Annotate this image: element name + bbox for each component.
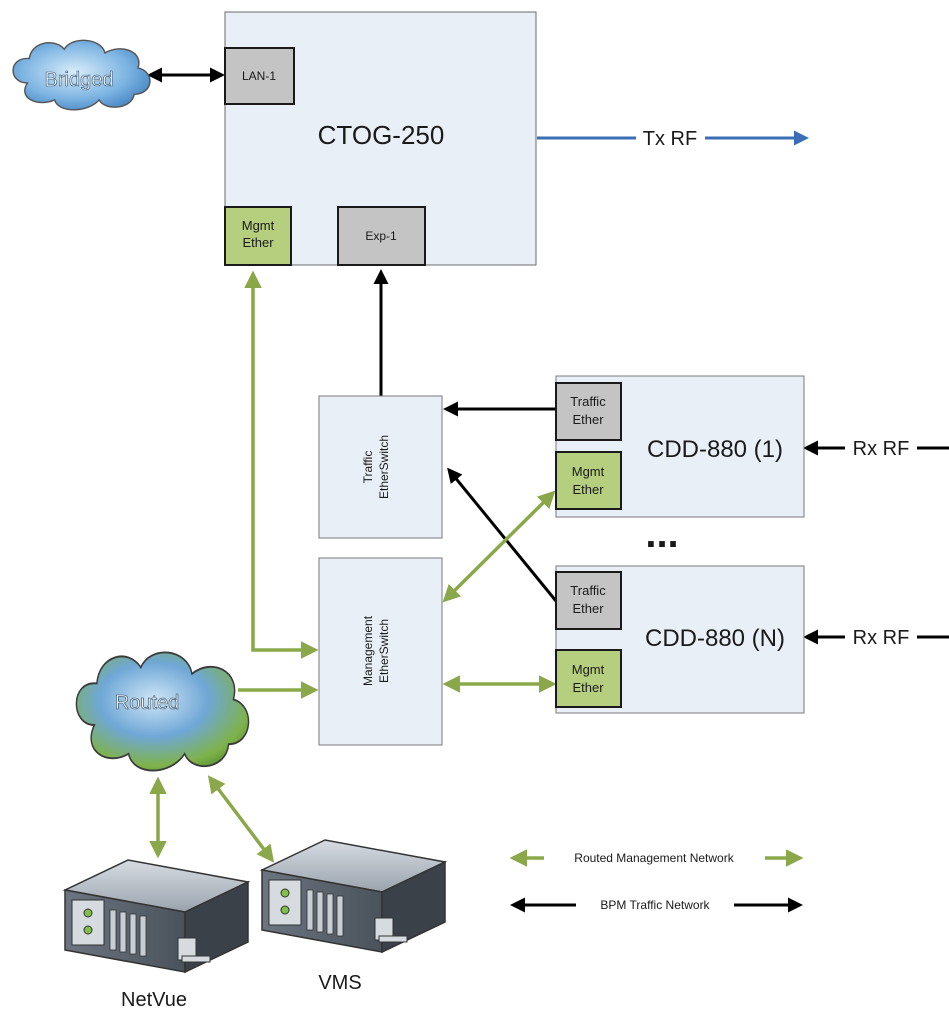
netvue-label: NetVue bbox=[121, 989, 187, 1011]
lan1-port bbox=[224, 47, 295, 105]
lan1-label: LAN-1 bbox=[242, 69, 276, 83]
server-icon bbox=[259, 839, 448, 954]
rx-rf-1-label: Rx RF bbox=[853, 438, 910, 460]
server-icon bbox=[62, 859, 251, 974]
routed-label: Routed bbox=[115, 692, 180, 714]
routed-cloud: Routed bbox=[75, 651, 250, 772]
tx-rf-label: Tx RF bbox=[643, 128, 697, 150]
legend-mgmt-label: Routed Management Network bbox=[574, 851, 734, 865]
cddn-mgmt-port bbox=[555, 649, 622, 708]
ctog-mgmt-label-2: Ether bbox=[242, 235, 274, 250]
legend: Routed Management Network BPM Traffic Ne… bbox=[509, 849, 804, 913]
bridged-cloud: Bridged bbox=[12, 39, 151, 111]
cddn-mgmt-label-2: Ether bbox=[572, 680, 604, 695]
traffic-switch-label-1: Traffic bbox=[361, 451, 375, 484]
exp1-port bbox=[337, 206, 426, 266]
cddn-traffic-label-1: Traffic bbox=[570, 583, 606, 598]
ctog-mgmt-to-switch bbox=[244, 270, 319, 659]
ctog-mgmt-port bbox=[224, 206, 292, 266]
vms-label: VMS bbox=[318, 972, 361, 994]
switch-to-cdd1-mgmt bbox=[442, 490, 556, 603]
cdd1-mgmt-port bbox=[555, 451, 622, 510]
connectors bbox=[147, 67, 949, 863]
netvue-server: NetVue bbox=[62, 859, 251, 1011]
ctog-250-device: CTOG-250 LAN-1 Mgmt Ether Exp-1 bbox=[224, 11, 537, 266]
cdd1-mgmt-label-2: Ether bbox=[572, 482, 604, 497]
ctog-mgmt-label-1: Mgmt bbox=[242, 218, 275, 233]
ellipsis: ... bbox=[645, 512, 678, 556]
traffic-switch-label-2: EtherSwitch bbox=[377, 435, 391, 499]
cdd1-traffic-label-1: Traffic bbox=[570, 394, 606, 409]
cddn-title: CDD-880 (N) bbox=[645, 625, 785, 652]
vms-server: VMS bbox=[259, 839, 448, 994]
traffic-etherswitch: Traffic EtherSwitch bbox=[318, 395, 443, 539]
mgmt-switch-label-1: Management bbox=[361, 615, 375, 686]
management-etherswitch: Management EtherSwitch bbox=[318, 557, 443, 746]
rx-rf-n-label: Rx RF bbox=[853, 627, 910, 649]
bridged-label: Bridged bbox=[45, 69, 114, 91]
mgmt-switch-label-2: EtherSwitch bbox=[377, 619, 391, 683]
cdd1-title: CDD-880 (1) bbox=[647, 436, 783, 463]
routed-to-vms bbox=[207, 775, 275, 863]
ctog-title: CTOG-250 bbox=[318, 120, 445, 150]
exp1-label: Exp-1 bbox=[365, 229, 397, 243]
cdd1-traffic-label-2: Ether bbox=[572, 412, 604, 427]
cddn-traffic-port bbox=[555, 571, 622, 630]
cdd-880-1-device: CDD-880 (1) Traffic Ether Mgmt Ether bbox=[555, 375, 805, 518]
cdd1-mgmt-label-1: Mgmt bbox=[572, 464, 605, 479]
cddn-traffic-label-2: Ether bbox=[572, 601, 604, 616]
legend-traffic-label: BPM Traffic Network bbox=[600, 898, 710, 912]
cddn-mgmt-label-1: Mgmt bbox=[572, 662, 605, 677]
cdd-880-n-device: CDD-880 (N) Traffic Ether Mgmt Ether bbox=[555, 565, 805, 714]
cdd1-traffic-port bbox=[555, 382, 622, 441]
